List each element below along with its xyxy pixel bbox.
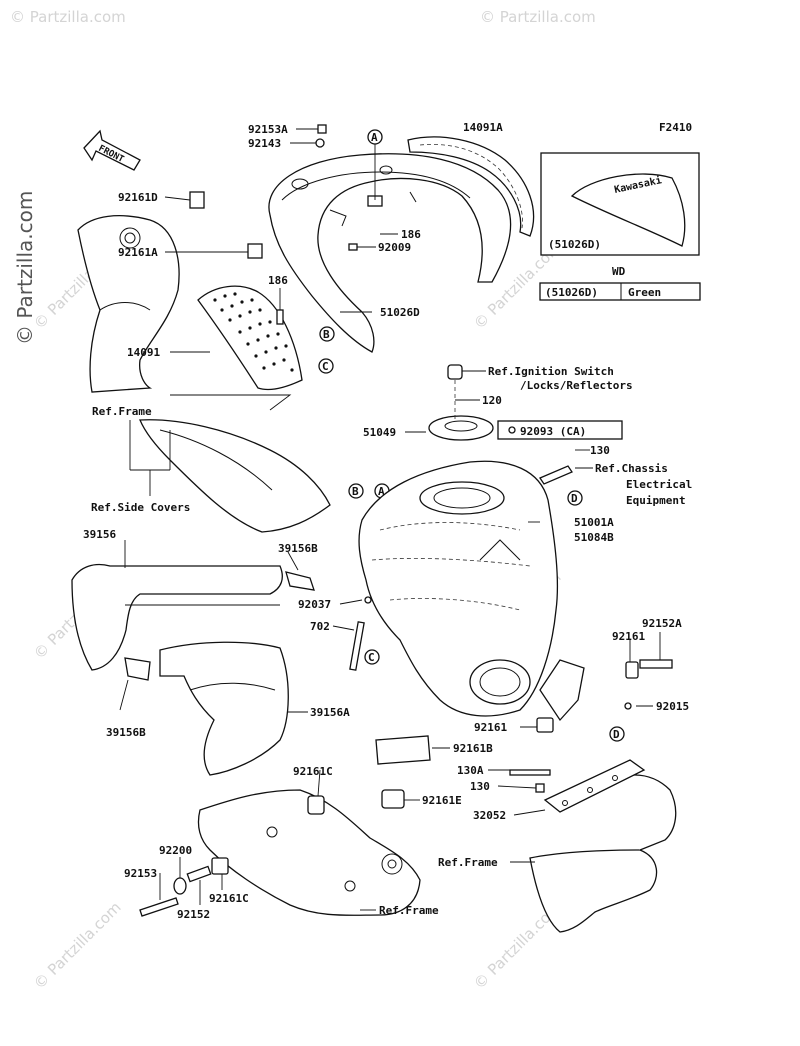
callout-b	[319, 326, 335, 342]
callout-b-label: B	[323, 328, 330, 341]
part-box-92093	[497, 420, 623, 440]
label-51049: 51049	[363, 426, 396, 439]
label-14091: 14091	[127, 346, 160, 359]
label-92009: 92009	[378, 241, 411, 254]
label-130A: 130A	[457, 764, 484, 777]
label-ref-ignition-2: /Locks/Reflectors	[520, 379, 633, 392]
label-ref-ignition-1: Ref.Ignition Switch	[488, 365, 614, 378]
callout-c2	[364, 649, 380, 665]
label-130a: 130	[590, 444, 610, 457]
label-ref-chassis-2: Electrical	[626, 478, 692, 491]
chassis-bracket	[539, 465, 573, 485]
label-92161B: 92161B	[453, 742, 493, 755]
inset-box: Kawasaki (51026D)	[540, 152, 700, 256]
label-ref-frame-2: Ref.Frame	[438, 856, 498, 869]
fuel-tank-51001A	[358, 460, 559, 717]
label-92161a: 92161	[612, 630, 645, 643]
callout-b2	[348, 483, 364, 499]
label-92153: 92153	[124, 867, 157, 880]
table-color: Green	[628, 286, 661, 299]
label-ref-chassis-3: Equipment	[626, 494, 686, 507]
label-39156B-top: 39156B	[278, 542, 318, 555]
fasteners-top	[189, 124, 383, 325]
label-39156B-bottom: 39156B	[106, 726, 146, 739]
label-ref-chassis-1: Ref.Chassis	[595, 462, 668, 475]
label-92161C-a: 92161C	[293, 765, 333, 778]
label-ref-side-covers: Ref.Side Covers	[91, 501, 190, 514]
table-code: (51026D)	[545, 286, 598, 299]
filler-cap-51049	[428, 364, 494, 441]
vertical-watermark: © Partzilla.com	[13, 191, 37, 345]
label-92161E: 92161E	[422, 794, 462, 807]
label-39156A: 39156A	[310, 706, 350, 719]
frame-left	[77, 215, 180, 393]
clip-39156B-lower	[124, 657, 151, 681]
label-92093: 92093 (CA)	[520, 425, 586, 438]
label-92143: 92143	[248, 137, 281, 150]
callout-c-label: C	[322, 360, 329, 373]
rubber-dampers	[139, 596, 673, 917]
front-arrow-icon: FRONT	[83, 129, 141, 171]
label-51001A: 51001A	[574, 516, 614, 529]
inset-part-label: (51026D)	[548, 238, 601, 251]
label-92161b: 92161	[474, 721, 507, 734]
callout-d-label: D	[571, 492, 578, 505]
callout-b2-label: B	[352, 485, 359, 498]
label-186b: 186	[268, 274, 288, 287]
label-130b: 130	[470, 780, 490, 793]
label-39156: 39156	[83, 528, 116, 541]
watermark: © Partzilla.com	[30, 898, 125, 993]
label-51026D: 51026D	[380, 306, 420, 319]
tank-cover-51026D	[268, 153, 512, 353]
watermark: © Partzilla.com	[480, 8, 596, 26]
mesh-panel-14091	[197, 285, 303, 391]
mesh-panel-14091A	[407, 136, 535, 237]
label-92161A: 92161A	[118, 246, 158, 259]
part-labels: 92153A 92143 14091A 92161D 186 92161A 92…	[83, 121, 692, 921]
rear-subframe	[529, 659, 677, 933]
label-186a: 186	[401, 228, 421, 241]
bracket-32052	[543, 759, 646, 813]
label-92161D: 92161D	[118, 191, 158, 204]
label-14091A: 14091A	[463, 121, 503, 134]
callouts: A B C A B C D D	[318, 129, 625, 742]
watermark: © Partzilla.com	[10, 8, 126, 26]
leader-lines-lower	[119, 420, 661, 911]
callout-d2-label: D	[613, 728, 620, 741]
heat-shield-39156A	[159, 641, 289, 776]
callout-c2-label: C	[368, 651, 375, 664]
label-ref-frame-1: Ref.Frame	[92, 405, 152, 418]
callout-a-label: A	[371, 131, 378, 144]
callout-c	[318, 358, 334, 374]
label-92037: 92037	[298, 598, 331, 611]
diagram-code: F2410	[659, 121, 692, 134]
label-92161C-b: 92161C	[209, 892, 249, 905]
label-92152: 92152	[177, 908, 210, 921]
table-row	[539, 282, 701, 301]
label-702: 702	[310, 620, 330, 633]
label-92152A: 92152A	[642, 617, 682, 630]
clip-39156B	[285, 571, 315, 591]
table-header: WD	[612, 265, 626, 278]
label-92015: 92015	[656, 700, 689, 713]
callout-a2-label: A	[378, 485, 385, 498]
heat-shield-39156	[71, 563, 283, 671]
label-32052: 32052	[473, 809, 506, 822]
callout-d	[567, 490, 583, 506]
label-ref-frame-3: Ref.Frame	[379, 904, 439, 917]
label-92200: 92200	[159, 844, 192, 857]
label-120: 120	[482, 394, 502, 407]
color-table: WD (51026D) Green	[539, 265, 701, 301]
label-51084B: 51084B	[574, 531, 614, 544]
callout-d2	[609, 726, 625, 742]
label-92153A: 92153A	[248, 123, 288, 136]
